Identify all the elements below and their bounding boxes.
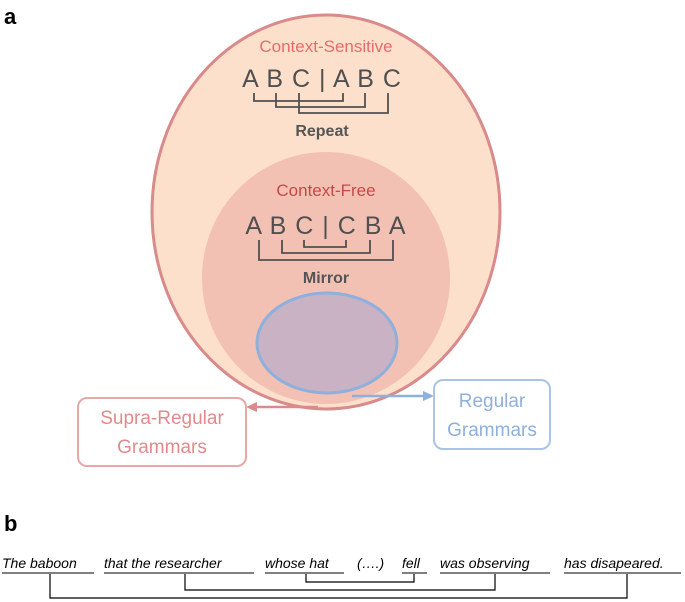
word-was-observing: was observing (440, 555, 530, 571)
repeat-dependency-brackets (253, 93, 389, 114)
sentence-dependency-brackets (49, 574, 628, 599)
mirror-dependency-brackets (258, 240, 394, 261)
word-whose-hat: whose hat (265, 555, 330, 571)
word-has-disapeared: has disapeared. (564, 555, 664, 571)
regular-box-line2: Grammars (447, 420, 537, 441)
context-free-title: Context-Free (276, 181, 375, 200)
word-that-the-researcher: that the researcher (104, 555, 223, 571)
repeat-sequence: A B C | A B C (242, 65, 402, 93)
supra-regular-line2: Grammars (117, 437, 207, 458)
regular-box-line1: Regular (459, 391, 526, 412)
regular-region (255, 291, 399, 395)
word-the-baboon: The baboon (2, 555, 77, 571)
supra-regular-box (77, 397, 247, 467)
regular-grammars-box (433, 379, 551, 450)
word-fell: fell (402, 555, 421, 571)
context-sensitive-title: Context-Sensitive (259, 37, 392, 56)
panel-a-label: a (4, 4, 17, 29)
sentence: The baboon that the researcher whose hat… (2, 555, 664, 571)
word-ellipsis: (….) (357, 555, 384, 571)
panel-b-label: b (4, 511, 18, 536)
supra-regular-line1: Supra-Regular (100, 408, 224, 429)
mirror-sequence: A B C | C B A (245, 212, 406, 240)
regular-arrow (352, 391, 434, 401)
mirror-label: Mirror (303, 270, 349, 287)
supra-regular-arrow (246, 402, 318, 412)
repeat-label: Repeat (295, 123, 349, 140)
